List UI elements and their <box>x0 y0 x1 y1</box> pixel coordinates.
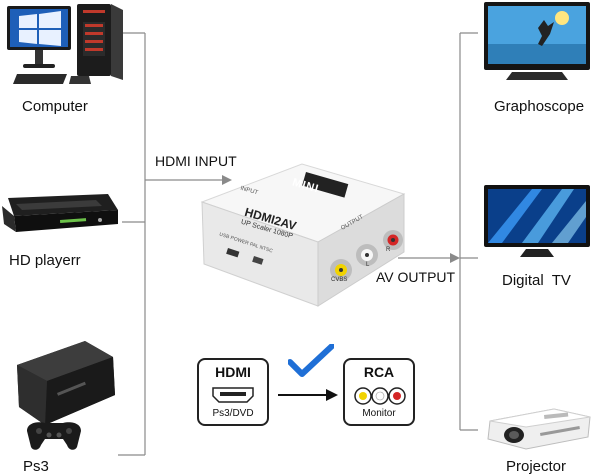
game-console-icon <box>17 341 115 450</box>
input-arrowhead <box>222 175 232 185</box>
hdmi-legend-card: HDMI Ps3/DVD <box>197 358 269 426</box>
output-arrowhead <box>450 253 460 263</box>
device-jack-label-l: L <box>366 262 370 268</box>
rca-legend-card: RCA Monitor <box>343 358 415 426</box>
source-label-ps3: Ps3 <box>23 458 49 475</box>
output-label-graphoscope: Graphoscope <box>494 98 585 115</box>
hdmi-legend-sub: Ps3/DVD <box>212 408 254 419</box>
hdmi-input-label: HDMI INPUT <box>155 153 237 169</box>
rca-legend-sub: Monitor <box>362 408 396 419</box>
hdmi-legend-title: HDMI <box>215 364 251 380</box>
hdmi2av-converter-device <box>200 163 406 307</box>
output-label-digital-tv: Digital TV <box>502 272 571 289</box>
projector-icon <box>487 408 591 450</box>
av-output-label: AV OUTPUT <box>376 269 456 285</box>
rca-legend-title: RCA <box>363 364 395 380</box>
legend-checkmark-icon <box>288 344 334 377</box>
device-jack-label-r: R <box>386 247 391 253</box>
source-label-computer: Computer <box>22 98 88 115</box>
hd-player-icon <box>2 194 118 232</box>
desktop-computer-icon <box>7 4 123 84</box>
source-label-hd-player: HD playerr <box>9 252 81 269</box>
legend-arrow <box>278 389 338 401</box>
hdmi-port-icon <box>212 387 254 403</box>
rca-jacks-icon <box>354 387 406 405</box>
flat-screen-tv-icon <box>484 185 590 257</box>
output-label-projector: Projector <box>506 458 567 475</box>
device-jack-label-cvbs: CVBS <box>331 277 348 283</box>
television-icon <box>484 2 590 80</box>
